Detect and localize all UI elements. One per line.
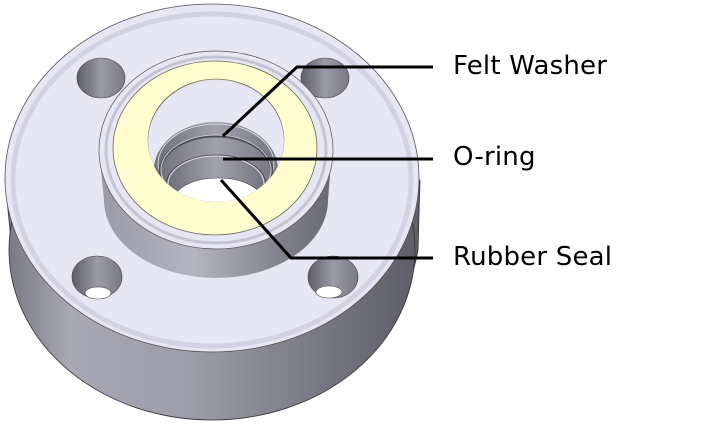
bolt-hole-bottom-right-through (315, 285, 343, 299)
callout-label-o-ring: O-ring (453, 142, 536, 172)
flange-chamfer (10, 11, 414, 349)
callout-label-felt-washer: Felt Washer (453, 51, 608, 81)
o-ring-shape (158, 134, 274, 202)
hub-rim (104, 55, 328, 245)
seal-groove-upper (157, 123, 275, 202)
bolt-hole-bottom-left-through (84, 286, 112, 300)
o-ring-highlight (160, 134, 272, 202)
leader-lines (219, 65, 433, 260)
rubber-seal-highlight (167, 155, 265, 202)
leader-felt-washer (221, 65, 433, 138)
leader-rubber-seal (219, 178, 433, 260)
callout-label-rubber-seal: Rubber Seal (453, 242, 613, 272)
bolt-hole-top-left (76, 57, 126, 99)
